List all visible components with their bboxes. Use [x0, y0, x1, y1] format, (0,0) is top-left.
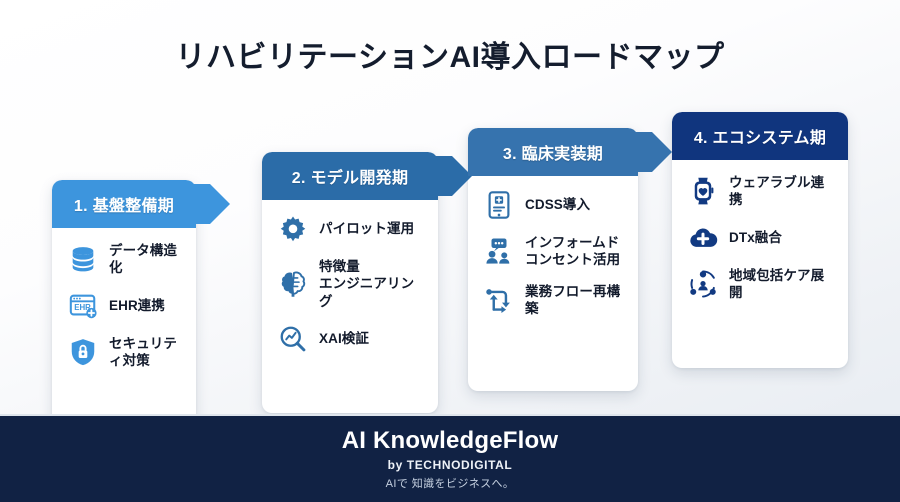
- stage-item-list: データ構造化 EHR EHR連携セキュリティ対策: [52, 228, 196, 430]
- footer-byline: by TECHNODIGITAL: [387, 458, 513, 472]
- stage-connector-arrow-icon: [636, 128, 672, 176]
- community-care-icon: [688, 269, 718, 299]
- stage-item-label: DTx融合: [729, 229, 783, 245]
- stage-item[interactable]: セキュリティ対策: [68, 335, 182, 370]
- magnifier-chart-icon: [278, 324, 308, 354]
- stage-item-list: パイロット運用特徴量 エンジニアリング XAI検証: [262, 200, 438, 413]
- footer-bar: AI KnowledgeFlow by TECHNODIGITAL AIで 知識…: [0, 414, 900, 502]
- stage-header-1[interactable]: 1. 基盤整備期: [52, 180, 196, 228]
- stage-item-label: ウェアラブル連携: [729, 175, 825, 208]
- stage-card: 1. 基盤整備期データ構造化 EHR EHR連携セキュリティ対策: [52, 180, 196, 430]
- footer-tagline: AIで 知識をビジネスへ。: [385, 478, 515, 490]
- stage-header-3[interactable]: 3. 臨床実装期: [468, 128, 638, 176]
- stage-item-list: CDSS導入インフォームド コンセント活用業務フロー再構築: [468, 176, 638, 391]
- stage-item[interactable]: インフォームド コンセント活用: [484, 234, 624, 269]
- stage-item[interactable]: EHR EHR連携: [68, 291, 182, 321]
- stage-header-4[interactable]: 4. エコシステム期: [672, 112, 848, 160]
- smartwatch-heart-icon: [688, 176, 718, 206]
- stage-connector-arrow-icon: [436, 152, 472, 200]
- stage-item[interactable]: ウェアラブル連携: [688, 174, 834, 209]
- database-icon: [68, 244, 98, 274]
- people-consent-icon: [484, 236, 514, 266]
- stage-item-label: CDSS導入: [525, 197, 591, 213]
- ehr-window-icon: EHR: [68, 291, 98, 321]
- svg-text:EHR: EHR: [74, 303, 91, 312]
- stage-2: 2. モデル開発期パイロット運用特徴量 エンジニアリング XAI検証: [262, 152, 472, 413]
- page-title: リハビリテーションAI導入ロードマップ: [175, 41, 725, 74]
- stage-item-label: 業務フロー再構築: [525, 283, 621, 316]
- stage-item[interactable]: DTx融合: [688, 223, 834, 253]
- stage-item[interactable]: XAI検証: [278, 324, 424, 354]
- stage-item[interactable]: 特徴量 エンジニアリング: [278, 258, 424, 310]
- gear-icon: [278, 214, 308, 244]
- stage-item[interactable]: データ構造化: [68, 242, 182, 277]
- stage-card: 4. エコシステム期ウェアラブル連携 DTx融合地域包括ケア展開: [672, 112, 848, 368]
- stage-4: 4. エコシステム期ウェアラブル連携 DTx融合地域包括ケア展開: [672, 112, 848, 368]
- stage-header-2[interactable]: 2. モデル開発期: [262, 152, 438, 200]
- stage-item[interactable]: 業務フロー再構築: [484, 283, 624, 318]
- stage-connector-arrow-icon: [194, 180, 230, 228]
- stage-item-label: XAI検証: [319, 331, 370, 347]
- cloud-plus-icon: [688, 223, 718, 253]
- stage-item[interactable]: CDSS導入: [484, 190, 624, 220]
- stage-item-list: ウェアラブル連携 DTx融合地域包括ケア展開: [672, 160, 848, 368]
- brain-icon: [278, 269, 308, 299]
- stage-item-label: インフォームド コンセント活用: [525, 235, 621, 268]
- shield-lock-icon: [68, 337, 98, 367]
- stage-item-label: 地域包括ケア展開: [729, 267, 825, 300]
- stage-item[interactable]: 地域包括ケア展開: [688, 267, 834, 302]
- workflow-arrows-icon: [484, 285, 514, 315]
- stage-item[interactable]: パイロット運用: [278, 214, 424, 244]
- stage-1: 1. 基盤整備期データ構造化 EHR EHR連携セキュリティ対策: [52, 180, 230, 430]
- footer-brand: AI KnowledgeFlow: [341, 427, 559, 454]
- stage-item-label: パイロット運用: [319, 221, 415, 237]
- stage-item-label: データ構造化: [109, 243, 177, 276]
- stage-item-label: セキュリティ対策: [109, 335, 177, 368]
- stage-item-label: 特徴量 エンジニアリング: [319, 259, 415, 309]
- stage-card: 2. モデル開発期パイロット運用特徴量 エンジニアリング XAI検証: [262, 152, 438, 413]
- stage-item-label: EHR連携: [109, 297, 166, 313]
- tablet-medical-icon: [484, 190, 514, 220]
